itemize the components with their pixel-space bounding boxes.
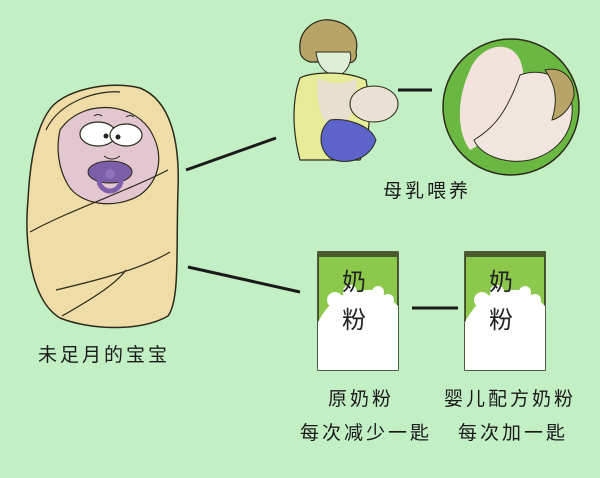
breastfeeding-closeup-icon [442,38,580,176]
mother-breastfeeding-icon [293,19,399,162]
original-formula-label: 原奶粉 [328,388,395,410]
original-formula-instruction: 每次减少一匙 [300,422,433,444]
connector-line-baby-breastfeeding [185,136,277,172]
original-formula-can-icon [317,251,399,371]
premature-baby-label: 未足月的宝宝 [38,344,171,366]
infant-formula-label: 婴儿配方奶粉 [444,388,577,410]
connector-line-baby-formula [187,265,301,294]
swaddled-baby-icon [26,84,179,329]
breastfeeding-label: 母乳喂养 [383,180,472,202]
infant-formula-can-icon [464,251,546,371]
can-text-powder: 粉 [489,306,513,334]
can-text-milk: 奶 [342,268,366,296]
can-text-milk: 奶 [489,268,513,296]
can-text-powder: 粉 [342,306,366,334]
infant-formula-instruction: 每次加一匙 [458,422,569,444]
